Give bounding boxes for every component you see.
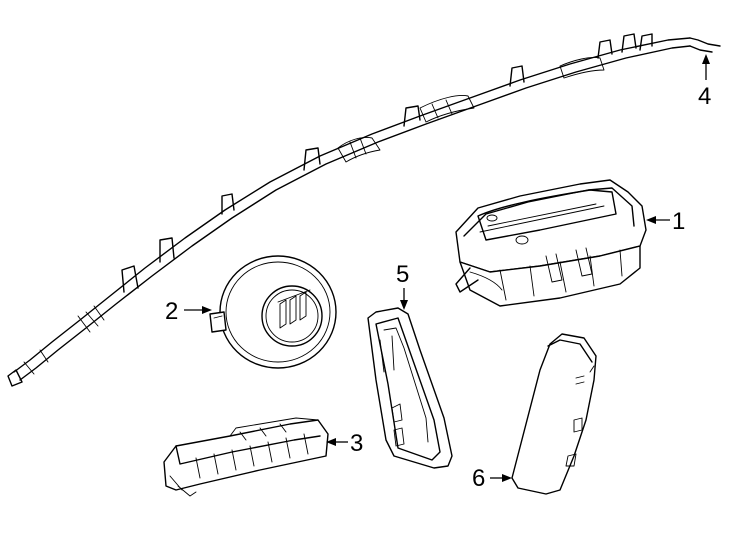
callout-4: 4 bbox=[698, 54, 711, 110]
callout-5-number: 5 bbox=[396, 261, 409, 288]
callout-2-number: 2 bbox=[165, 298, 178, 325]
seat-side-airbag bbox=[367, 307, 453, 469]
callout-6-number: 6 bbox=[472, 465, 485, 492]
knee-airbag-module bbox=[163, 417, 329, 497]
callout-3: 3 bbox=[326, 430, 363, 457]
callout-3-number: 3 bbox=[350, 430, 363, 457]
steering-airbag bbox=[209, 255, 337, 369]
callout-2: 2 bbox=[165, 298, 212, 325]
callout-6: 6 bbox=[472, 465, 512, 492]
tri-shield-emblem-icon bbox=[277, 289, 311, 329]
callout-4-number: 4 bbox=[698, 83, 711, 110]
callout-1-number: 1 bbox=[672, 208, 685, 235]
callout-1: 1 bbox=[646, 208, 685, 235]
curtain-airbag bbox=[7, 33, 721, 387]
passenger-airbag-module bbox=[455, 179, 647, 307]
side-airbag-module bbox=[511, 333, 597, 495]
callout-5: 5 bbox=[396, 261, 409, 310]
